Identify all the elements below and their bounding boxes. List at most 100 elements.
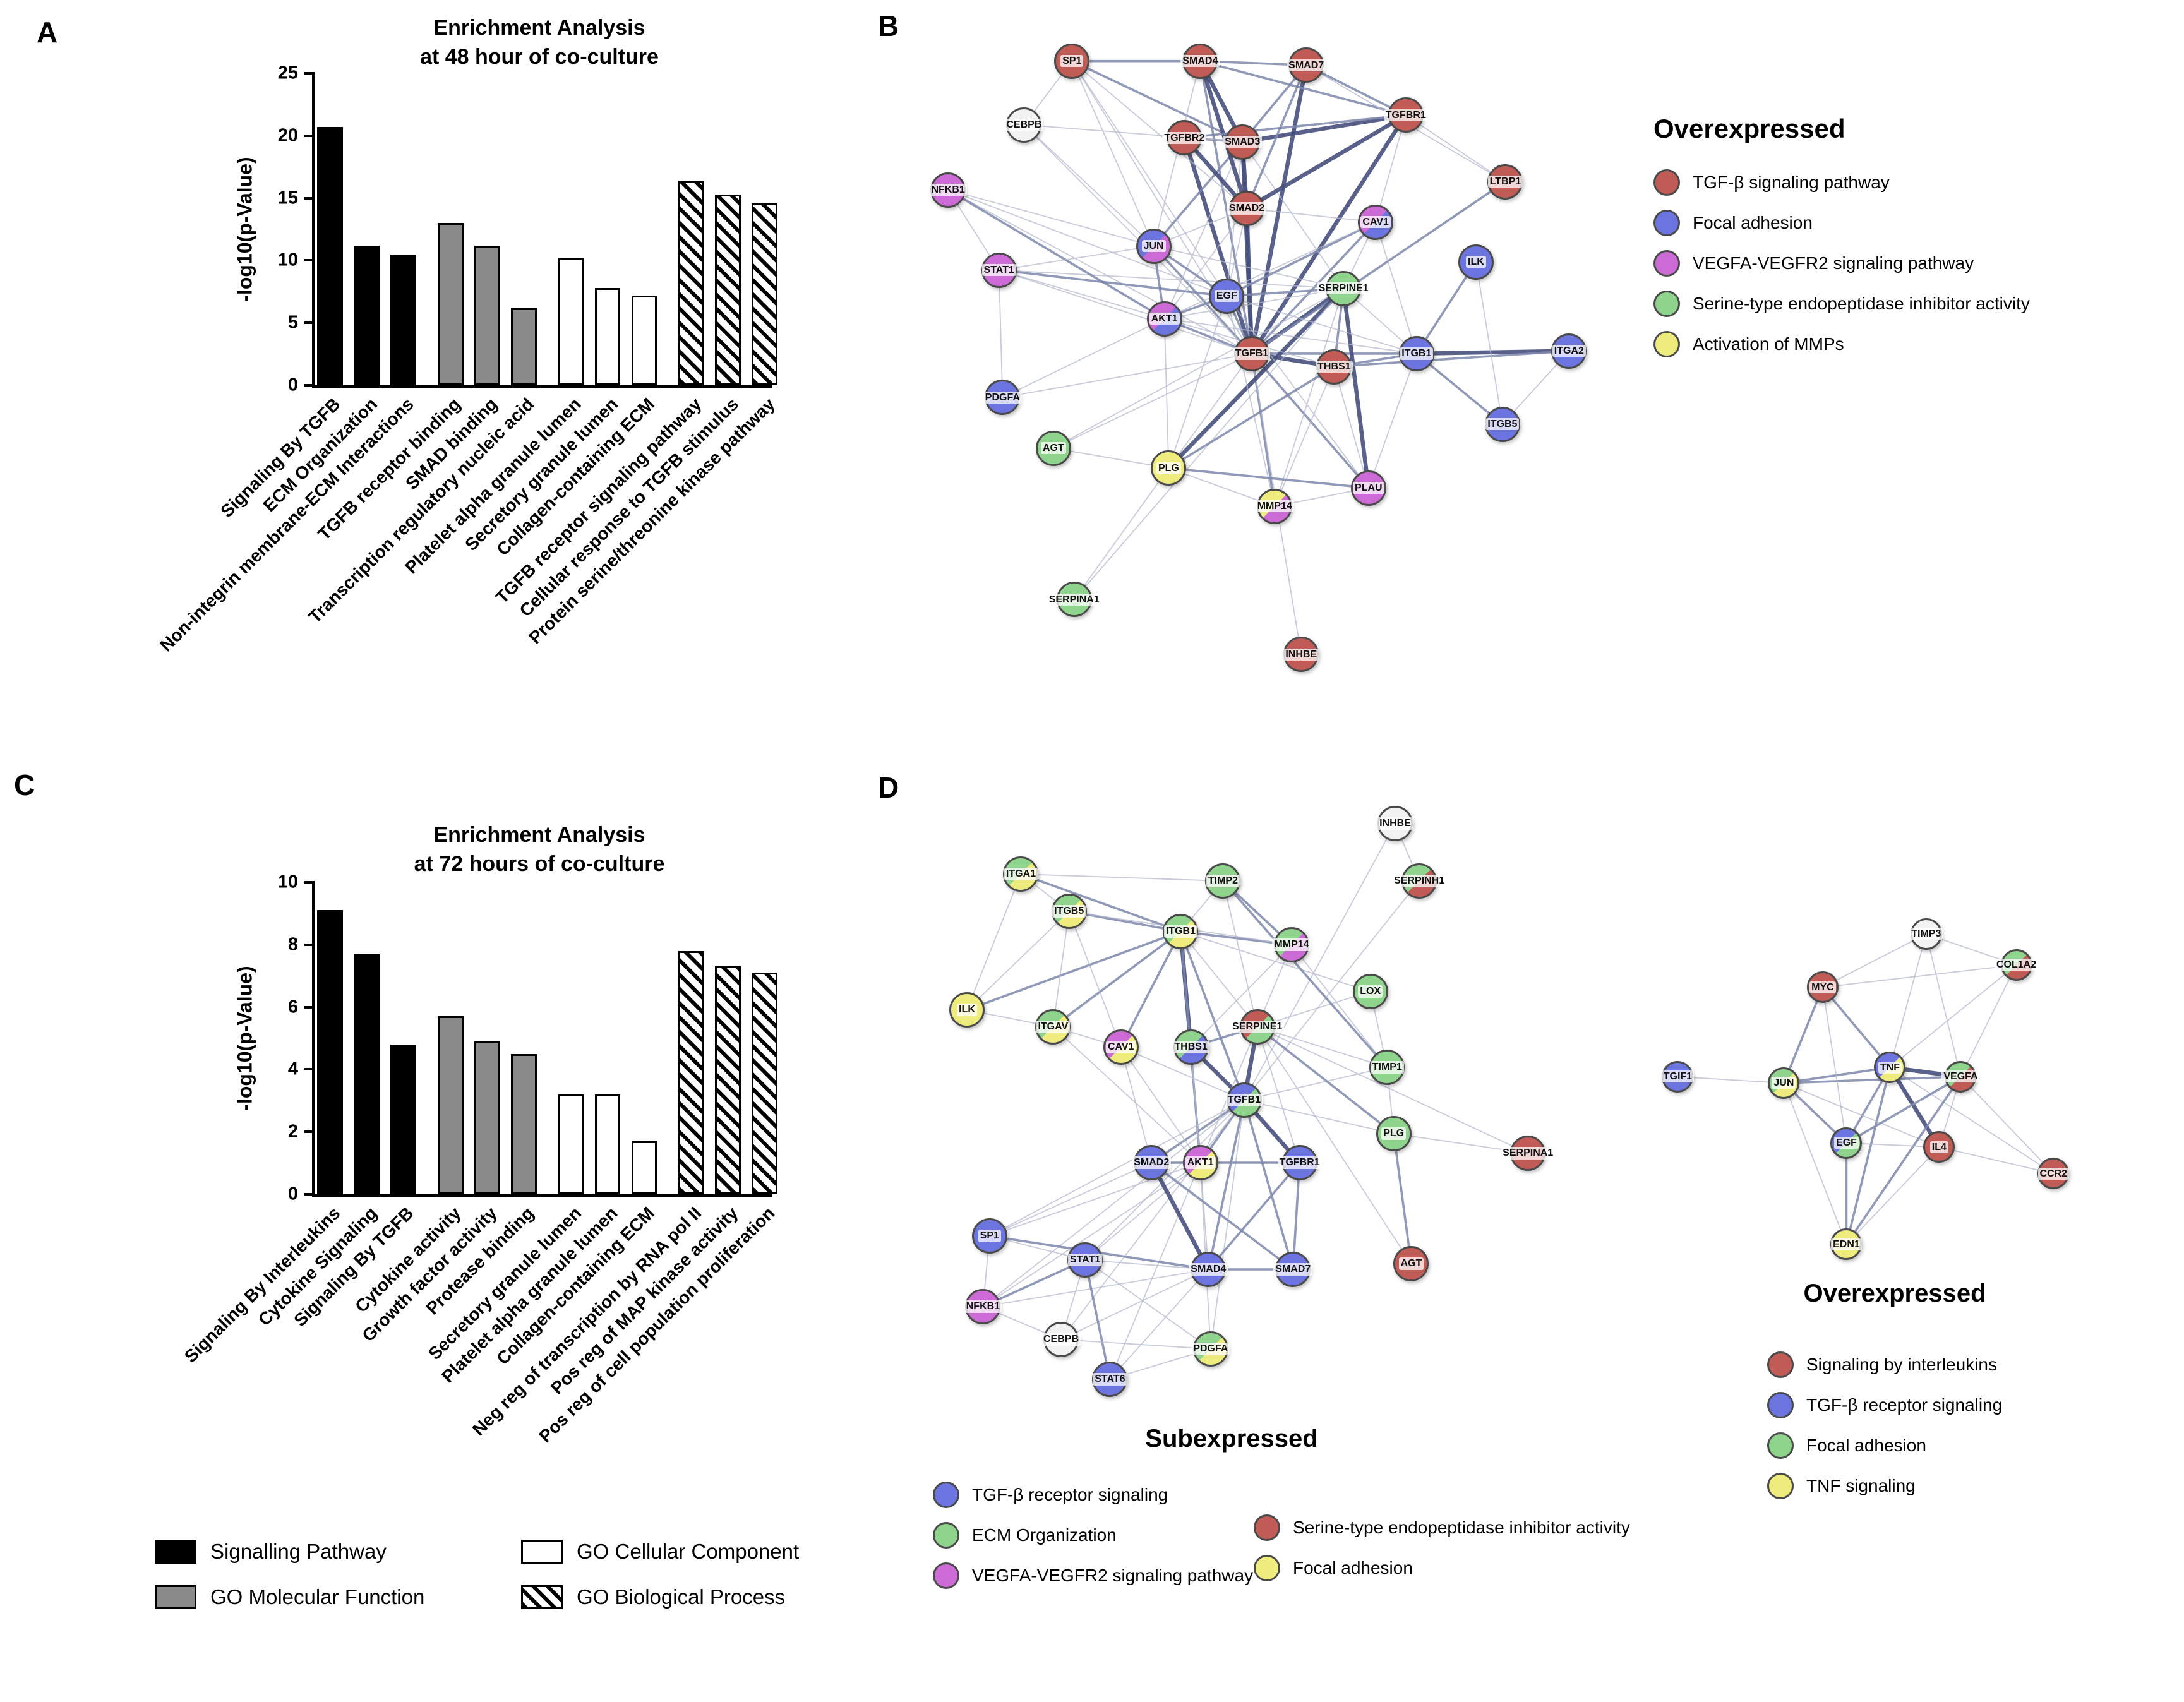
network-node-cebpb: CEBPB	[1004, 107, 1044, 143]
network-node-smad2: SMAD2	[1132, 1145, 1172, 1180]
legend-label: GO Biological Process	[577, 1585, 786, 1609]
network-node-jun: JUN	[1768, 1067, 1800, 1099]
network-edge	[1226, 295, 1417, 354]
network-node-pdgfa: PDGFA	[983, 380, 1022, 416]
network-node-label: STAT1	[981, 263, 1016, 277]
network-node-stat1: STAT1	[981, 252, 1017, 288]
network-edge	[1052, 911, 1070, 1028]
bar	[390, 1044, 416, 1194]
network-edge	[1246, 208, 1377, 223]
network-node-akt1: AKT1	[1146, 301, 1182, 337]
bar	[354, 954, 380, 1194]
legend-item: TGF-β receptor signaling	[1767, 1392, 2121, 1418]
network-edge	[1209, 1100, 1245, 1350]
red-legend-dot	[1767, 1351, 1794, 1378]
network-edge	[1150, 1161, 1295, 1271]
network-edge	[1207, 1099, 1245, 1271]
network-edge	[988, 1100, 1245, 1237]
network-edge	[1251, 180, 1507, 355]
network-edge	[1163, 221, 1377, 320]
bar	[752, 203, 777, 385]
legend-item: Serine-type endopeptidase inhibitor acti…	[1653, 291, 2070, 317]
network-node-label: SERPINE1	[1230, 1021, 1285, 1033]
x-category-label: Protein serine/threonine kinase pathway	[525, 394, 779, 648]
network-edge	[1782, 986, 1824, 1084]
network-edge	[1251, 220, 1377, 355]
network-edge	[1168, 295, 1228, 469]
network-edge	[1782, 1066, 1892, 1084]
network-node-label: AKT1	[1185, 1156, 1216, 1169]
blue-legend-dot	[1767, 1392, 1794, 1418]
y-tick-mark	[304, 196, 315, 200]
network-node-itgb1: ITGB1	[1163, 914, 1199, 949]
network-node-label: TGFB1	[1233, 347, 1271, 360]
network-edge	[1367, 353, 1417, 489]
network-node-tgfbr2: TGFBR2	[1162, 120, 1207, 156]
network-edge	[1249, 113, 1408, 356]
network-edge	[1167, 365, 1336, 469]
green-legend-dot	[1653, 291, 1680, 317]
network-edge	[1414, 349, 1571, 356]
network-edge	[1052, 353, 1252, 449]
subexpressed-title: Subexpressed	[1145, 1425, 1318, 1453]
network-edge	[1274, 287, 1345, 507]
network-node-label: CAV1	[1105, 1041, 1136, 1053]
network-node-akt1: AKT1	[1182, 1145, 1218, 1180]
network-node-serpina1: SERPINA1	[1047, 582, 1101, 618]
network-edge	[1179, 930, 1245, 1101]
network-edge	[1245, 64, 1307, 210]
network-node-label: MMP14	[1255, 500, 1294, 513]
network-node-label: ITGA1	[1004, 868, 1038, 880]
network-edge	[1341, 286, 1371, 490]
network-edge	[1199, 59, 1407, 117]
chart-c-ylabel: -log10(p-Value)	[233, 966, 256, 1111]
y-tick-mark	[304, 134, 315, 137]
bar	[715, 966, 741, 1194]
overexpressed-72h-title: Overexpressed	[1803, 1279, 1986, 1307]
network-edge	[1244, 113, 1408, 211]
network-edge	[1415, 260, 1477, 355]
network-edge	[1060, 1339, 1211, 1350]
network-edge	[1244, 1067, 1388, 1101]
chart-a-title: Enrichment Analysis at 48 hour of co-cul…	[287, 14, 792, 72]
magenta-legend-dot	[1653, 250, 1680, 277]
network-edge	[1938, 1146, 2055, 1175]
network-node-label: ITGB1	[1400, 347, 1434, 360]
legend-item: VEGFA-VEGFR2 signaling pathway	[933, 1562, 1287, 1589]
network-edge	[1251, 352, 1370, 489]
white-bar-swatch	[521, 1540, 563, 1564]
network-edge	[1163, 141, 1244, 320]
network-edge	[1292, 1161, 1301, 1271]
network-node-smad4: SMAD4	[1180, 43, 1220, 79]
network-node-label: SP1	[1060, 55, 1084, 68]
network-node-tgfbr1: TGFBR1	[1383, 97, 1428, 133]
network-edge	[1889, 964, 2017, 1069]
network-edge	[1783, 1082, 1940, 1148]
panel-label-a: A	[37, 16, 58, 49]
network-node-serpinh1: SERPINH1	[1392, 863, 1447, 899]
network-edge	[1677, 1076, 1785, 1084]
y-tick-label: 0	[287, 375, 298, 395]
y-tick-mark	[304, 1193, 315, 1196]
network-node-label: SMAD3	[1223, 136, 1263, 148]
green-legend-dot	[933, 1522, 959, 1549]
network-node-ilk: ILK	[949, 992, 985, 1028]
network-node-label: ITGA2	[1552, 345, 1586, 357]
network-node-label: TGFB1	[1225, 1094, 1263, 1106]
legend-item: TGF-β signaling pathway	[1653, 169, 2070, 196]
legend-label: Signalling Pathway	[210, 1540, 387, 1563]
x-category-label: Non-integrin membrane-ECM Interactions	[156, 394, 417, 656]
red-legend-dot	[1653, 169, 1680, 196]
network-edge	[1822, 964, 2017, 988]
network-node-label: STAT1	[1067, 1254, 1103, 1266]
network-node-tnf: TNF	[1874, 1052, 1906, 1084]
network-node-label: SMAD2	[1132, 1156, 1172, 1169]
network-edge	[1782, 1076, 1962, 1084]
network-edge	[1152, 140, 1244, 248]
network-node-cav1: CAV1	[1358, 204, 1394, 240]
network-edge	[1845, 1146, 1940, 1245]
network-node-serpine1: SERPINE1	[1230, 1009, 1285, 1045]
network-node-myc: MYC	[1806, 971, 1839, 1004]
